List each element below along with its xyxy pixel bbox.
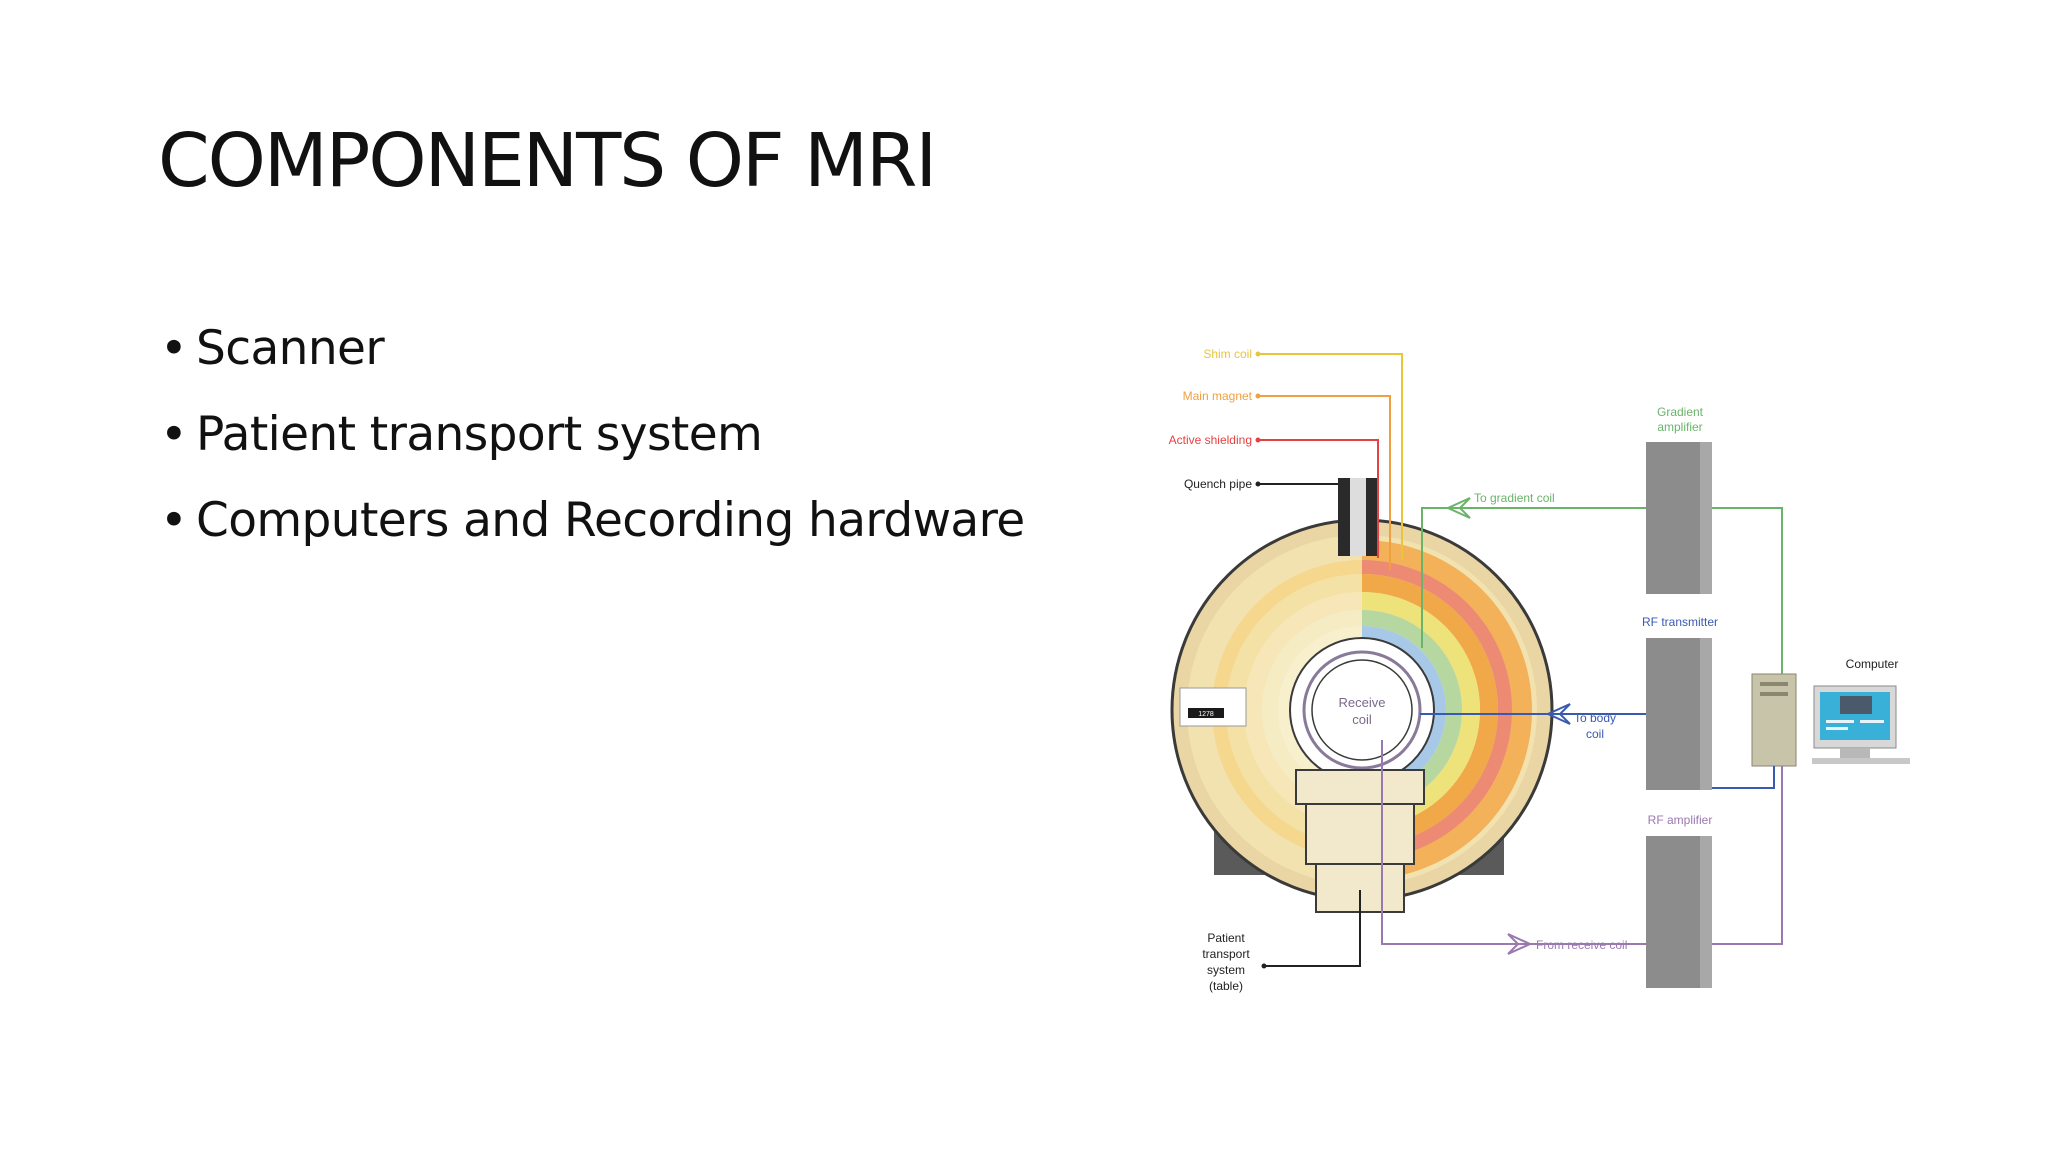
rf-arrow-icon (1545, 703, 1571, 725)
quench-pipe-label: Quench pipe (1184, 477, 1252, 491)
rf-signal-path: To body coil (1420, 703, 1775, 789)
from-receive-coil-label: From receive coil (1536, 938, 1627, 952)
bullet-text: Scanner (196, 321, 385, 376)
receive-arrow-icon (1507, 933, 1533, 955)
equipment-cabinets: Gradient amplifier RF transmitter RF amp… (1642, 405, 1718, 988)
to-body-coil-label-line2: coil (1586, 727, 1604, 741)
quench-pipe-highlight (1350, 478, 1366, 556)
mri-diagram: Receive coil 1278 Shim coil Main magnet … (1169, 347, 1910, 993)
bullet-dot: • (160, 407, 188, 462)
computer: Computer (1751, 657, 1910, 767)
bullet-dot: • (160, 493, 188, 548)
computer-keyboard (1812, 758, 1910, 764)
patient-transport-label-line2: transport (1202, 947, 1250, 961)
main-magnet-label: Main magnet (1183, 389, 1253, 403)
rf-transmitter-label: RF transmitter (1642, 615, 1718, 629)
gradient-signal-path: To gradient coil (1421, 491, 1783, 674)
patient-transport-label-line4: (table) (1209, 979, 1243, 993)
bullet-item: •Computers and Recording hardware (158, 478, 1025, 564)
gradient-amplifier-label-line2: amplifier (1657, 420, 1702, 434)
receive-coil-label-line2: coil (1352, 712, 1372, 727)
active-shielding-label: Active shielding (1169, 433, 1252, 447)
slide-title: COMPONENTS OF MRI (158, 118, 937, 204)
main-magnet-leader (1258, 395, 1391, 570)
to-gradient-coil-label: To gradient coil (1474, 491, 1555, 505)
gradient-amplifier-label-line1: Gradient (1657, 405, 1704, 419)
active-shielding-leader (1258, 439, 1379, 558)
bullet-item: •Patient transport system (158, 392, 1025, 478)
patient-table-mid (1305, 803, 1415, 865)
bullet-text: Computers and Recording hardware (196, 493, 1025, 548)
patient-transport-label: Patient transport system (table) (1202, 890, 1361, 993)
bullet-dot: • (160, 321, 188, 376)
shim-coil-leader (1258, 353, 1403, 560)
receive-signal-path: From receive coil (1381, 740, 1783, 955)
patient-table-top (1295, 769, 1425, 805)
receive-coil-label-line1: Receive (1339, 695, 1386, 710)
scanner-display-readout: 1278 (1198, 711, 1214, 718)
bullet-list: •Scanner •Patient transport system •Comp… (158, 306, 1025, 564)
rf-amplifier-label: RF amplifier (1648, 813, 1713, 827)
scanner-display-panel (1179, 687, 1247, 727)
to-body-coil-label-line1: To body (1574, 711, 1616, 725)
patient-transport-label-line1: Patient (1207, 931, 1245, 945)
patient-transport-leader (1264, 890, 1361, 967)
shim-coil-label: Shim coil (1203, 347, 1252, 361)
left-labels: Shim coil Main magnet Active shielding Q… (1169, 347, 1403, 570)
patient-transport-label-line3: system (1207, 963, 1245, 977)
gradient-arrow-icon (1445, 497, 1471, 519)
scanner-display-screen (1188, 708, 1224, 718)
bullet-text: Patient transport system (196, 407, 763, 462)
bullet-item: •Scanner (158, 306, 1025, 392)
computer-tower (1751, 673, 1797, 767)
computer-label: Computer (1846, 657, 1899, 671)
